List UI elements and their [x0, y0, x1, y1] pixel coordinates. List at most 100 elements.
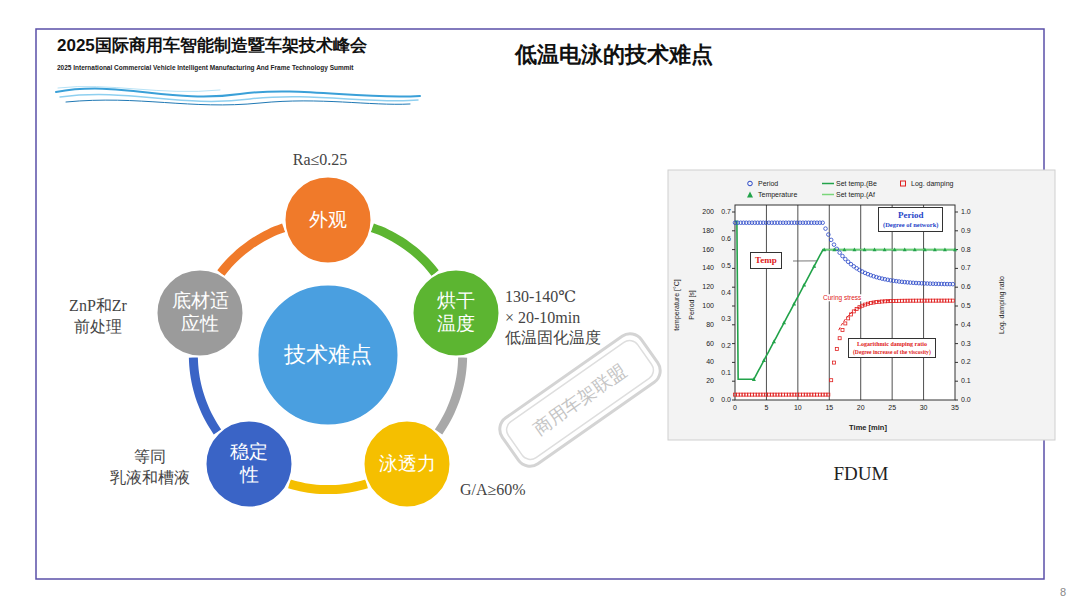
- tick-label: 0.7: [961, 264, 971, 272]
- tick-label: 35: [951, 404, 959, 412]
- tick-label: 0.0: [721, 396, 731, 404]
- note-label: 2025 International Commercial Vehicle In…: [57, 64, 354, 71]
- tick-label: 180: [702, 227, 714, 235]
- topic-label: 技术难点: [263, 342, 393, 368]
- tick-label: 120: [702, 283, 714, 291]
- watermark: 商用车架联盟: [530, 361, 630, 440]
- annotation-box: Period(Degree of network): [878, 207, 943, 232]
- note-label: G/A≥60%: [460, 481, 526, 499]
- slide-title: 低温电泳的技术难点: [515, 40, 713, 70]
- temperature-marker: [923, 247, 927, 251]
- damping-marker: [841, 328, 844, 331]
- tick-mark: [732, 400, 735, 401]
- leader-line: [793, 260, 817, 261]
- tick-mark: [955, 268, 958, 269]
- tick-label: 0.9: [961, 227, 971, 235]
- period-marker: [832, 243, 836, 247]
- legend-text: Set temp.(Af: [836, 191, 875, 198]
- tick-label: 15: [825, 404, 833, 412]
- tick-label: 0.0: [961, 396, 971, 404]
- tick-mark: [732, 324, 735, 325]
- logo-wave: [56, 86, 420, 104]
- topic-label: 泳透力: [367, 453, 447, 476]
- circle-fill: [285, 177, 372, 264]
- tick-label: 0.6: [721, 235, 731, 243]
- legend-item: Set temp.(Be: [822, 179, 877, 188]
- legend-swatch: [744, 190, 756, 199]
- note-label: Log. damping ratio: [998, 276, 1006, 334]
- legend-swatch: [897, 179, 909, 188]
- circle-fill: [258, 285, 399, 426]
- temperature-marker: [802, 283, 806, 287]
- tick-mark: [955, 306, 958, 307]
- note-label: 低温固化温度: [505, 329, 601, 347]
- grid-line: [766, 205, 767, 400]
- tick-label: 0.1: [961, 377, 971, 385]
- tick-label: 0.4: [961, 321, 971, 329]
- temperature-marker: [913, 247, 917, 251]
- tick-label: 160: [702, 246, 714, 254]
- annotation-text: (Degree of network): [883, 221, 938, 229]
- legend-text: Log. damping: [911, 180, 953, 187]
- temperature-marker: [792, 302, 796, 306]
- tick-label: 20: [706, 377, 714, 385]
- tick-label: 0.2: [721, 342, 731, 350]
- temperature-marker: [782, 321, 786, 325]
- ring-connector: [372, 228, 435, 273]
- legend-item: Log. damping: [897, 179, 953, 188]
- temperature-marker: [953, 247, 957, 251]
- period-marker: [841, 254, 845, 258]
- temperature-marker: [943, 247, 947, 251]
- chart-caption: FDUM: [834, 463, 889, 485]
- note-label: 前处理: [74, 318, 122, 336]
- period-marker: [824, 227, 828, 231]
- topic-label: 稳定性: [228, 441, 270, 487]
- tick-label: 0.1: [721, 369, 731, 377]
- tick-label: 1.0: [961, 208, 971, 216]
- tick-label: 40: [706, 358, 714, 366]
- damping-marker: [838, 337, 841, 340]
- topic-circle: 外观: [283, 175, 373, 265]
- tick-mark: [732, 381, 735, 382]
- ring-connector: [193, 358, 217, 432]
- topic-circle: 烘干温度: [411, 268, 501, 358]
- tick-mark: [732, 343, 735, 344]
- tick-label: 60: [706, 340, 714, 348]
- tick-mark: [955, 287, 958, 288]
- legend-item: Temperature: [744, 190, 797, 199]
- legend-item: Set temp.(Af: [822, 190, 875, 199]
- topic-circle: 技术难点: [256, 283, 400, 427]
- note-label: Ra≤0.25: [293, 151, 348, 169]
- tick-label: 20: [857, 404, 865, 412]
- legend-swatch: [822, 179, 834, 188]
- tick-mark: [732, 268, 735, 269]
- temperature-marker: [812, 264, 816, 268]
- tick-mark: [732, 212, 735, 213]
- damping-marker: [827, 393, 830, 396]
- annotation-text: Period: [883, 210, 938, 221]
- circle-fill: [206, 421, 293, 508]
- grid-line: [829, 205, 830, 400]
- legend-swatch: [822, 190, 834, 199]
- tick-mark: [955, 212, 958, 213]
- annotation-text: (Degree increase of the viscosity): [853, 349, 931, 356]
- annotation-box: Temp: [750, 252, 782, 269]
- tick-mark: [732, 362, 735, 363]
- ring-connector: [289, 484, 366, 490]
- tick-label: 0: [733, 404, 737, 412]
- temperature-marker: [832, 247, 836, 251]
- temperature-marker: [852, 247, 856, 251]
- period-marker: [829, 238, 833, 242]
- tick-label: 25: [888, 404, 896, 412]
- temperature-marker: [883, 247, 887, 251]
- temperature-marker: [862, 247, 866, 251]
- damping-marker: [833, 361, 836, 364]
- tick-mark: [955, 381, 958, 382]
- tick-mark: [955, 400, 958, 401]
- temperature-marker: [822, 247, 826, 251]
- chart-frame: [668, 170, 1055, 440]
- annotation-text: Logarithmic damping ratio: [853, 341, 931, 349]
- period-marker: [827, 233, 831, 237]
- tick-label: 10: [794, 404, 802, 412]
- topic-circle: 底材适应性: [155, 268, 245, 358]
